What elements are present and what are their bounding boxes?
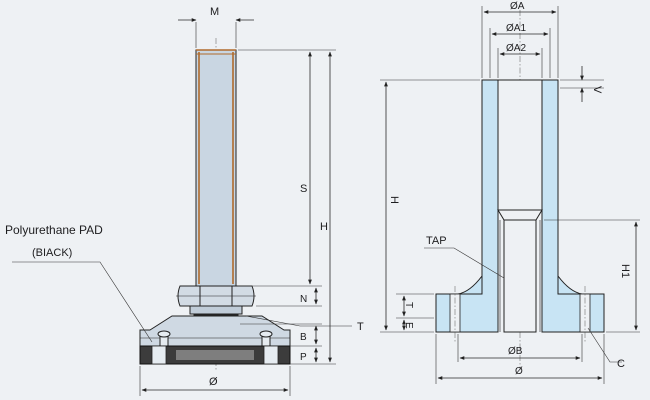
pad-callout-line2: (BIACK) [32,247,72,259]
dim-e-label: E [403,322,414,329]
hex-nut [176,285,256,307]
dim-b-right-label: ØB [508,346,523,357]
dim-b-label: B [300,332,307,343]
tap-leader-line [424,247,505,279]
dim-diameter-label: Ø [209,376,218,388]
base-plate [139,315,291,351]
tapped-hole [503,219,537,333]
threaded-stud [195,49,237,287]
t-leader-line [245,315,352,327]
dim-diameter-right-label: Ø [515,366,523,377]
pad-leader-line [12,261,153,343]
c-leader-line [587,327,622,363]
dim-h-right-label: H [388,196,400,204]
flange-section-view: ØA ØA1 ØA2 V H H1 T E TAP [380,1,640,384]
dim-n-label: N [300,294,307,305]
leveling-foot-view: Polyurethane PAD (BIACK) M S H N B P T [5,6,364,396]
dim-a2-label: ØA2 [506,43,526,54]
dim-h1-label: H1 [619,264,631,278]
pad-callout-line1: Polyurethane PAD [5,223,103,237]
tap-callout-label: TAP [426,235,447,247]
dim-t-right-label: T [403,302,414,308]
dim-s-label: S [300,183,307,195]
dim-v-label: V [591,86,603,94]
dim-m-label: M [210,6,219,18]
dim-p-label: P [300,352,307,363]
dim-t-label: T [357,321,364,333]
dim-a-label: ØA [510,1,525,12]
flange-body-right [541,79,605,333]
dim-h-label: H [320,221,328,233]
dim-c-label: C [617,358,625,370]
dim-a1-label: ØA1 [506,23,526,34]
